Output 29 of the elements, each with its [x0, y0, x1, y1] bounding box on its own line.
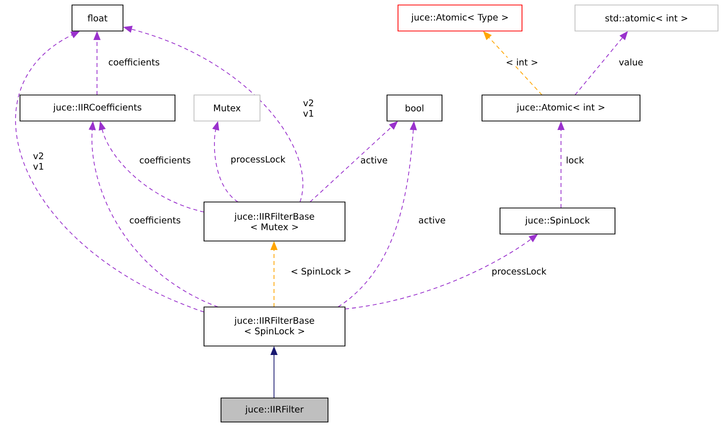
edge-label: processLock — [230, 154, 286, 166]
class-box: std::atomic< int > — [574, 4, 718, 32]
edge-label: processLock — [490, 266, 548, 278]
class-box: juce::Atomic< int > — [482, 94, 640, 122]
class-box: float — [72, 4, 124, 32]
arrow — [574, 31, 628, 96]
edge-label: v2 v1 — [32, 151, 48, 171]
class-box: juce::IIRFilterBase < Mutex > — [204, 202, 346, 242]
class-box: juce::IIRFilter — [220, 398, 328, 422]
edge-label: coefficients — [138, 156, 192, 164]
class-box: bool — [386, 94, 442, 122]
arrow — [310, 121, 398, 202]
edge-label: < int > — [504, 58, 540, 66]
edge-label: coefficients — [128, 216, 182, 224]
edge-label: active — [359, 156, 389, 164]
edge-label: v2 v1 — [302, 98, 318, 118]
arrow — [483, 31, 542, 96]
edge-label: < SpinLock > — [290, 266, 352, 278]
class-box: juce::IIRFilterBase < SpinLock > — [204, 306, 346, 346]
class-box: Mutex — [194, 94, 260, 122]
edge-label: value — [618, 58, 644, 66]
class-box: juce::IIRCoefficients — [20, 94, 176, 122]
edge-label: lock — [564, 156, 586, 164]
edge-label: active — [417, 216, 447, 224]
class-box: juce::Atomic< Type > — [398, 4, 522, 32]
class-box: juce::SpinLock — [500, 208, 616, 234]
arrow — [344, 234, 538, 310]
arrow — [15, 31, 204, 312]
edge-label: coefficients — [107, 58, 161, 66]
